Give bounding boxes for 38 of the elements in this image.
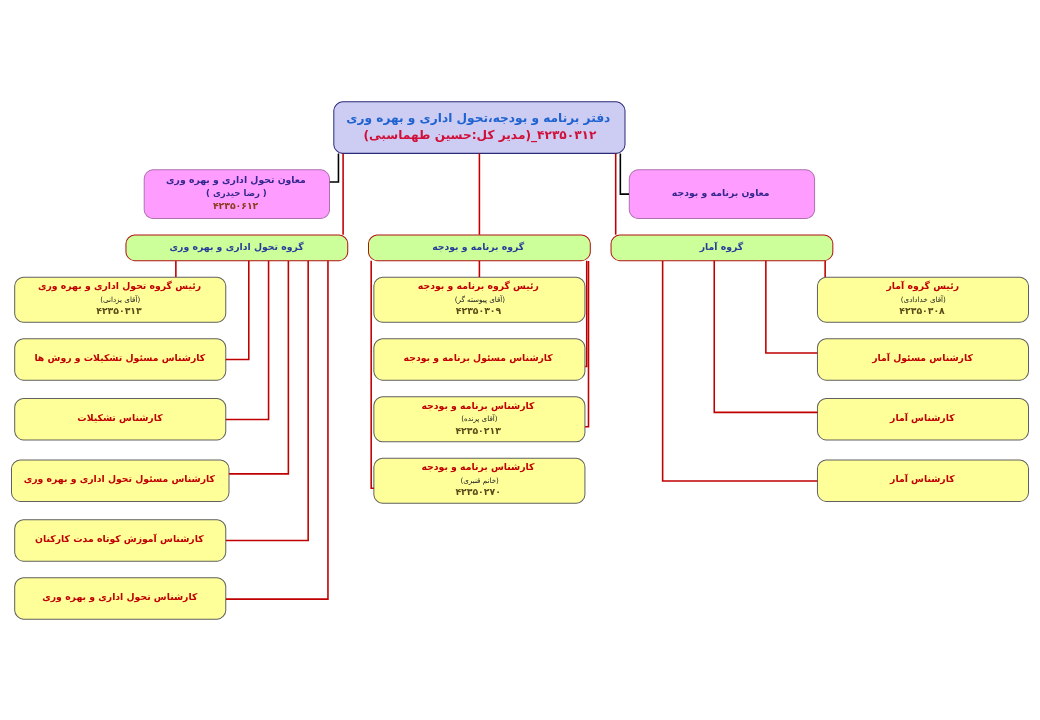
connector <box>225 259 270 420</box>
connector <box>713 259 819 413</box>
connector <box>228 259 290 475</box>
node-box: کارشناس تحول اداری و بهره وری <box>14 576 227 620</box>
node-box: کارشناس آمار <box>816 397 1029 440</box>
connector <box>225 259 250 360</box>
node-box: کارشناس تشکیلات <box>14 397 227 440</box>
node-box: رئیس گروه برنامه و بودجه (آقای پیوسته گر) ۴۲۳۵۰۳۰۹ <box>373 276 586 323</box>
connector <box>478 152 481 235</box>
node-box: کارشناس مسئول تشکیلات و روش ها <box>14 337 227 381</box>
connector <box>614 152 617 235</box>
connector <box>175 259 177 278</box>
node-box: کارشناس مسئول آمار <box>816 337 1029 381</box>
node-box: دفتر برنامه و بودجه،تحول اداری و بهره وری (مدیر کل:حسین طهماسبی)_۴۲۳۵۰۳۱۲ <box>333 100 626 154</box>
connector <box>584 259 588 367</box>
connector <box>329 152 340 183</box>
connector <box>765 259 819 354</box>
connector <box>225 259 309 541</box>
node-box: رئیس گروه تحول اداری و بهره وری (آقای یزدانی) ۴۲۳۵۰۳۱۳ <box>14 276 227 323</box>
node-box: گروه تحول اداری و بهره وری <box>125 233 349 261</box>
connector <box>661 259 819 482</box>
node-box: گروه برنامه و بودجه <box>368 233 591 261</box>
node-box: رئیس گروه آمار (آقای خدادادی) ۴۲۳۵۰۳۰۸ <box>816 276 1029 323</box>
node-box: معاون تحول اداری و بهره وری ( رضا حیدری ) ۴۲۳۵۰۶۱۲ <box>143 168 330 219</box>
connector <box>584 259 590 427</box>
connector <box>824 259 826 278</box>
node-box: کارشناس مسئول برنامه و بودجه <box>373 337 586 381</box>
node-box: کارشناس آمار <box>816 458 1029 502</box>
node-box: کارشناس آموزش کوتاه مدت کارکنان <box>14 518 227 562</box>
node-box: کارشناس برنامه و بودجه (خانم قنبری) ۴۲۳۵۰۲۷۰ <box>373 457 586 504</box>
connector <box>225 259 329 600</box>
node-box: معاون برنامه و بودجه <box>628 168 816 219</box>
node-box: گروه آمار <box>610 233 834 261</box>
connector <box>370 259 375 489</box>
node-box: کارشناس برنامه و بودجه (آقای پرنده) ۴۲۳۵۰۲۱۳ <box>373 395 586 442</box>
connector <box>619 152 630 195</box>
connector <box>342 152 344 235</box>
node-box: کارشناس مسئول تحول اداری و بهره وری <box>11 458 230 502</box>
